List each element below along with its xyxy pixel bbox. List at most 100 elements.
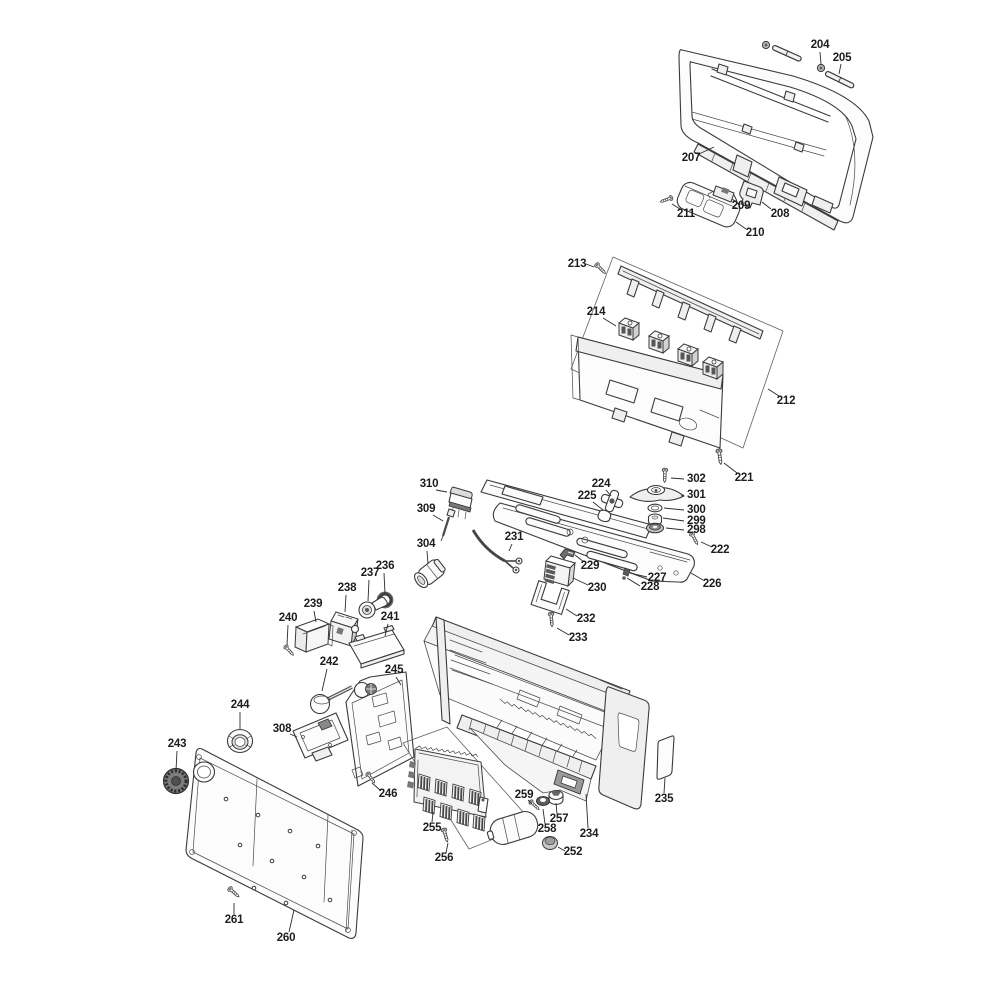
callout-leader-221 <box>723 462 738 474</box>
callout-leader-260 <box>288 909 295 933</box>
callout-leader-243 <box>175 750 178 772</box>
callout-label-309: 309 <box>417 503 436 515</box>
callout-leader-302 <box>670 477 685 480</box>
callout-leader-230 <box>572 577 589 586</box>
callout-leader-210 <box>735 221 747 230</box>
callout-label-233: 233 <box>569 632 588 644</box>
callout-label-302: 302 <box>687 473 706 485</box>
part-239-bracket-drawing <box>294 618 334 653</box>
part-252-cap-drawing <box>542 836 558 850</box>
part-224-clip-drawing <box>600 489 624 513</box>
callout-label-239: 239 <box>304 598 323 610</box>
callout-label-204: 204 <box>811 39 830 51</box>
callout-leader-231 <box>508 543 513 552</box>
part-244-ring-drawing <box>226 728 254 754</box>
part-212-terminal-assembly-drawing <box>570 256 784 449</box>
callout-leader-234 <box>585 793 589 829</box>
callout-label-231: 231 <box>505 531 524 543</box>
callout-leader-229 <box>574 554 585 563</box>
callout-label-240: 240 <box>279 612 298 624</box>
part-229-clip-drawing <box>559 548 576 560</box>
callout-leader-209 <box>733 194 738 202</box>
callout-leader-245 <box>395 676 402 686</box>
callout-label-256: 256 <box>435 852 454 864</box>
part-255-circuit-board-drawing <box>402 726 539 850</box>
callout-leader-222 <box>700 541 713 548</box>
callout-leader-299 <box>662 517 685 522</box>
part-237-socket-drawing <box>358 596 388 619</box>
callout-leader-258 <box>542 808 546 825</box>
part-304-connector-drawing <box>414 558 446 589</box>
part-241-cover-plate-drawing <box>348 624 405 669</box>
callout-leader-213 <box>585 263 595 268</box>
part-309-pin-drawing <box>440 508 456 542</box>
callout-label-222: 222 <box>711 544 730 556</box>
part-310-switch-drawing <box>448 486 473 520</box>
part-221-screw-drawing <box>715 448 725 466</box>
part-257-bushing-drawing <box>548 789 564 806</box>
callout-label-299: 299 <box>687 515 706 527</box>
callout-leader-235 <box>663 777 666 794</box>
part-261-screw-drawing <box>226 885 242 900</box>
part-245-chassis-panel-drawing <box>345 671 415 787</box>
part-260-back-panel-drawing <box>185 747 364 939</box>
callout-label-228: 228 <box>641 581 660 593</box>
callout-leader-207 <box>698 146 715 155</box>
callout-label-300: 300 <box>687 504 706 516</box>
callout-label-214: 214 <box>587 306 606 318</box>
callout-label-234: 234 <box>580 828 599 840</box>
callout-label-259: 259 <box>515 789 534 801</box>
callout-leader-224 <box>605 489 612 497</box>
part-242-knob-drawing <box>309 685 353 715</box>
callout-leader-236 <box>383 572 386 595</box>
part-232-holder-drawing <box>530 580 570 615</box>
callouts-layer: 2042052072082092102112122132142212222242… <box>168 39 853 944</box>
part-301-antenna-base-drawing <box>629 484 685 503</box>
callout-label-246: 246 <box>379 788 398 800</box>
callout-label-226: 226 <box>703 578 722 590</box>
callout-leader-226 <box>690 572 704 581</box>
callout-leader-227 <box>629 572 648 578</box>
callout-label-238: 238 <box>338 582 357 594</box>
part-207-handle-frame-drawing <box>678 49 874 231</box>
callout-leader-308 <box>289 733 298 738</box>
callout-leader-241 <box>384 623 389 637</box>
callout-leader-204 <box>819 51 822 65</box>
callout-leader-237 <box>367 579 370 602</box>
callout-label-257: 257 <box>550 813 569 825</box>
callout-label-252: 252 <box>564 846 583 858</box>
part-240-screw-drawing <box>282 643 296 658</box>
part-211-screw-drawing <box>658 194 674 205</box>
part-226-top-panel-drawing <box>480 479 695 583</box>
callout-leader-242 <box>321 668 328 692</box>
part-256-screw-drawing <box>440 827 451 844</box>
part-230-terminal-block-drawing <box>543 555 576 588</box>
callout-leader-309 <box>432 514 444 522</box>
part-227-pin-drawing <box>622 567 631 577</box>
callout-leader-246 <box>371 782 381 791</box>
callout-label-227: 227 <box>648 572 667 584</box>
callout-label-221: 221 <box>735 472 754 484</box>
part-302-screw-drawing <box>661 467 669 483</box>
part-205-pin-drawing <box>827 71 853 87</box>
callout-label-310: 310 <box>420 478 439 490</box>
callout-label-241: 241 <box>381 611 400 623</box>
callout-label-205: 205 <box>833 52 852 64</box>
callout-label-255: 255 <box>423 822 442 834</box>
callout-label-209: 209 <box>732 200 751 212</box>
callout-leader-212 <box>767 388 780 397</box>
callout-label-229: 229 <box>581 560 600 572</box>
callout-label-235: 235 <box>655 793 674 805</box>
callout-label-211: 211 <box>677 208 696 220</box>
callout-leader-255 <box>431 811 434 823</box>
callout-leader-298 <box>665 527 685 531</box>
part-231-lead-wire-drawing <box>471 529 523 574</box>
part-233-screw-drawing <box>547 611 556 628</box>
callout-leader-304 <box>426 550 429 565</box>
callout-leader-240 <box>286 624 289 646</box>
part-234-housing-drawing <box>423 616 650 810</box>
callout-label-237: 237 <box>361 567 380 579</box>
callout-leader-256 <box>445 842 449 854</box>
